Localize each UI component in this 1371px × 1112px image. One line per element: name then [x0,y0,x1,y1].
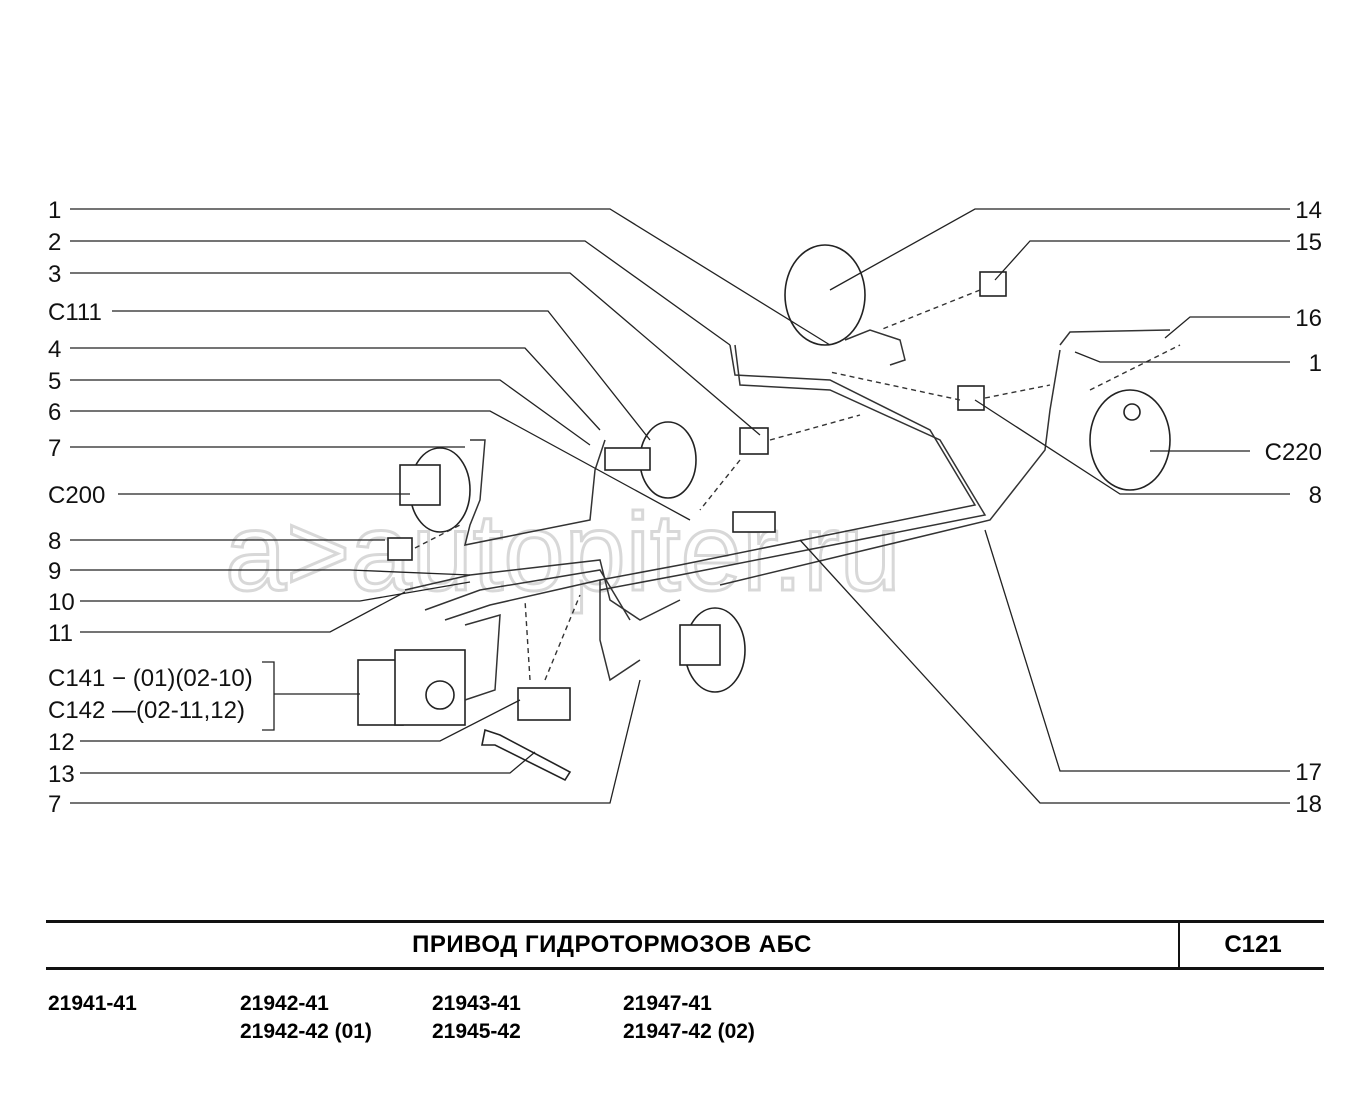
callout-c141: C141 − (01)(02-10) [48,665,253,692]
callout-9: 9 [48,558,61,585]
model-column-1: 21941-41 [48,990,137,1018]
callout-7: 7 [48,435,61,462]
abs-unit [357,649,466,726]
assembly-arrows [414,289,1181,681]
callout-1: 1 [48,197,61,224]
title-block: ПРИВОД ГИДРОТОРМОЗОВ АБС C121 [46,920,1324,970]
callout-7-bottom: 7 [48,791,61,818]
callout-c111: C111 [48,299,102,326]
leader-lines [70,208,1290,804]
callout-12: 12 [48,729,75,756]
callout-10: 10 [48,589,75,616]
section-code: C121 [1178,923,1326,967]
callout-6: 6 [48,399,61,426]
model-code: 21942-41 [240,992,329,1015]
callout-4: 4 [48,336,61,363]
watermark: a>autopiter.ru [225,491,901,614]
model-code: 21947-42 (02) [623,1020,755,1043]
callout-14: 14 [1295,197,1322,224]
callout-1-right: 1 [1309,350,1322,377]
brake-pipes [404,329,1171,701]
callout-8-right: 8 [1309,482,1322,509]
model-code: 21945-42 [432,1020,521,1043]
callout-2: 2 [48,229,61,256]
brake-diagram: a>autopiter.ru [48,197,1322,818]
model-column-3: 21943-41 21945-42 [432,990,521,1046]
model-column-2: 21942-41 21942-42 (01) [240,990,372,1046]
callout-11: 11 [48,620,73,647]
rear-right-drum [784,244,1171,491]
model-code: 21941-41 [48,992,137,1015]
model-code: 21943-41 [432,992,521,1015]
model-code: 21942-42 (01) [240,1020,372,1043]
page-title: ПРИВОД ГИДРОТОРМОЗОВ АБС [412,931,812,958]
callout-16: 16 [1295,305,1322,332]
brake-booster [604,421,697,499]
callout-8: 8 [48,528,61,555]
callout-3: 3 [48,261,61,288]
callout-c200: C200 [48,482,105,509]
callout-17: 17 [1295,759,1322,786]
callout-18: 18 [1295,791,1322,818]
front-left-caliper [399,447,471,533]
model-code: 21947-41 [623,992,712,1015]
callout-13: 13 [48,761,75,788]
callout-c220: C220 [1265,439,1322,466]
front-right-caliper [679,607,746,693]
callout-15: 15 [1295,229,1322,256]
callout-c142: C142 —(02-11,12) [48,697,245,724]
clamps [387,271,1007,782]
callout-5: 5 [48,368,61,395]
model-column-4: 21947-41 21947-42 (02) [623,990,755,1046]
